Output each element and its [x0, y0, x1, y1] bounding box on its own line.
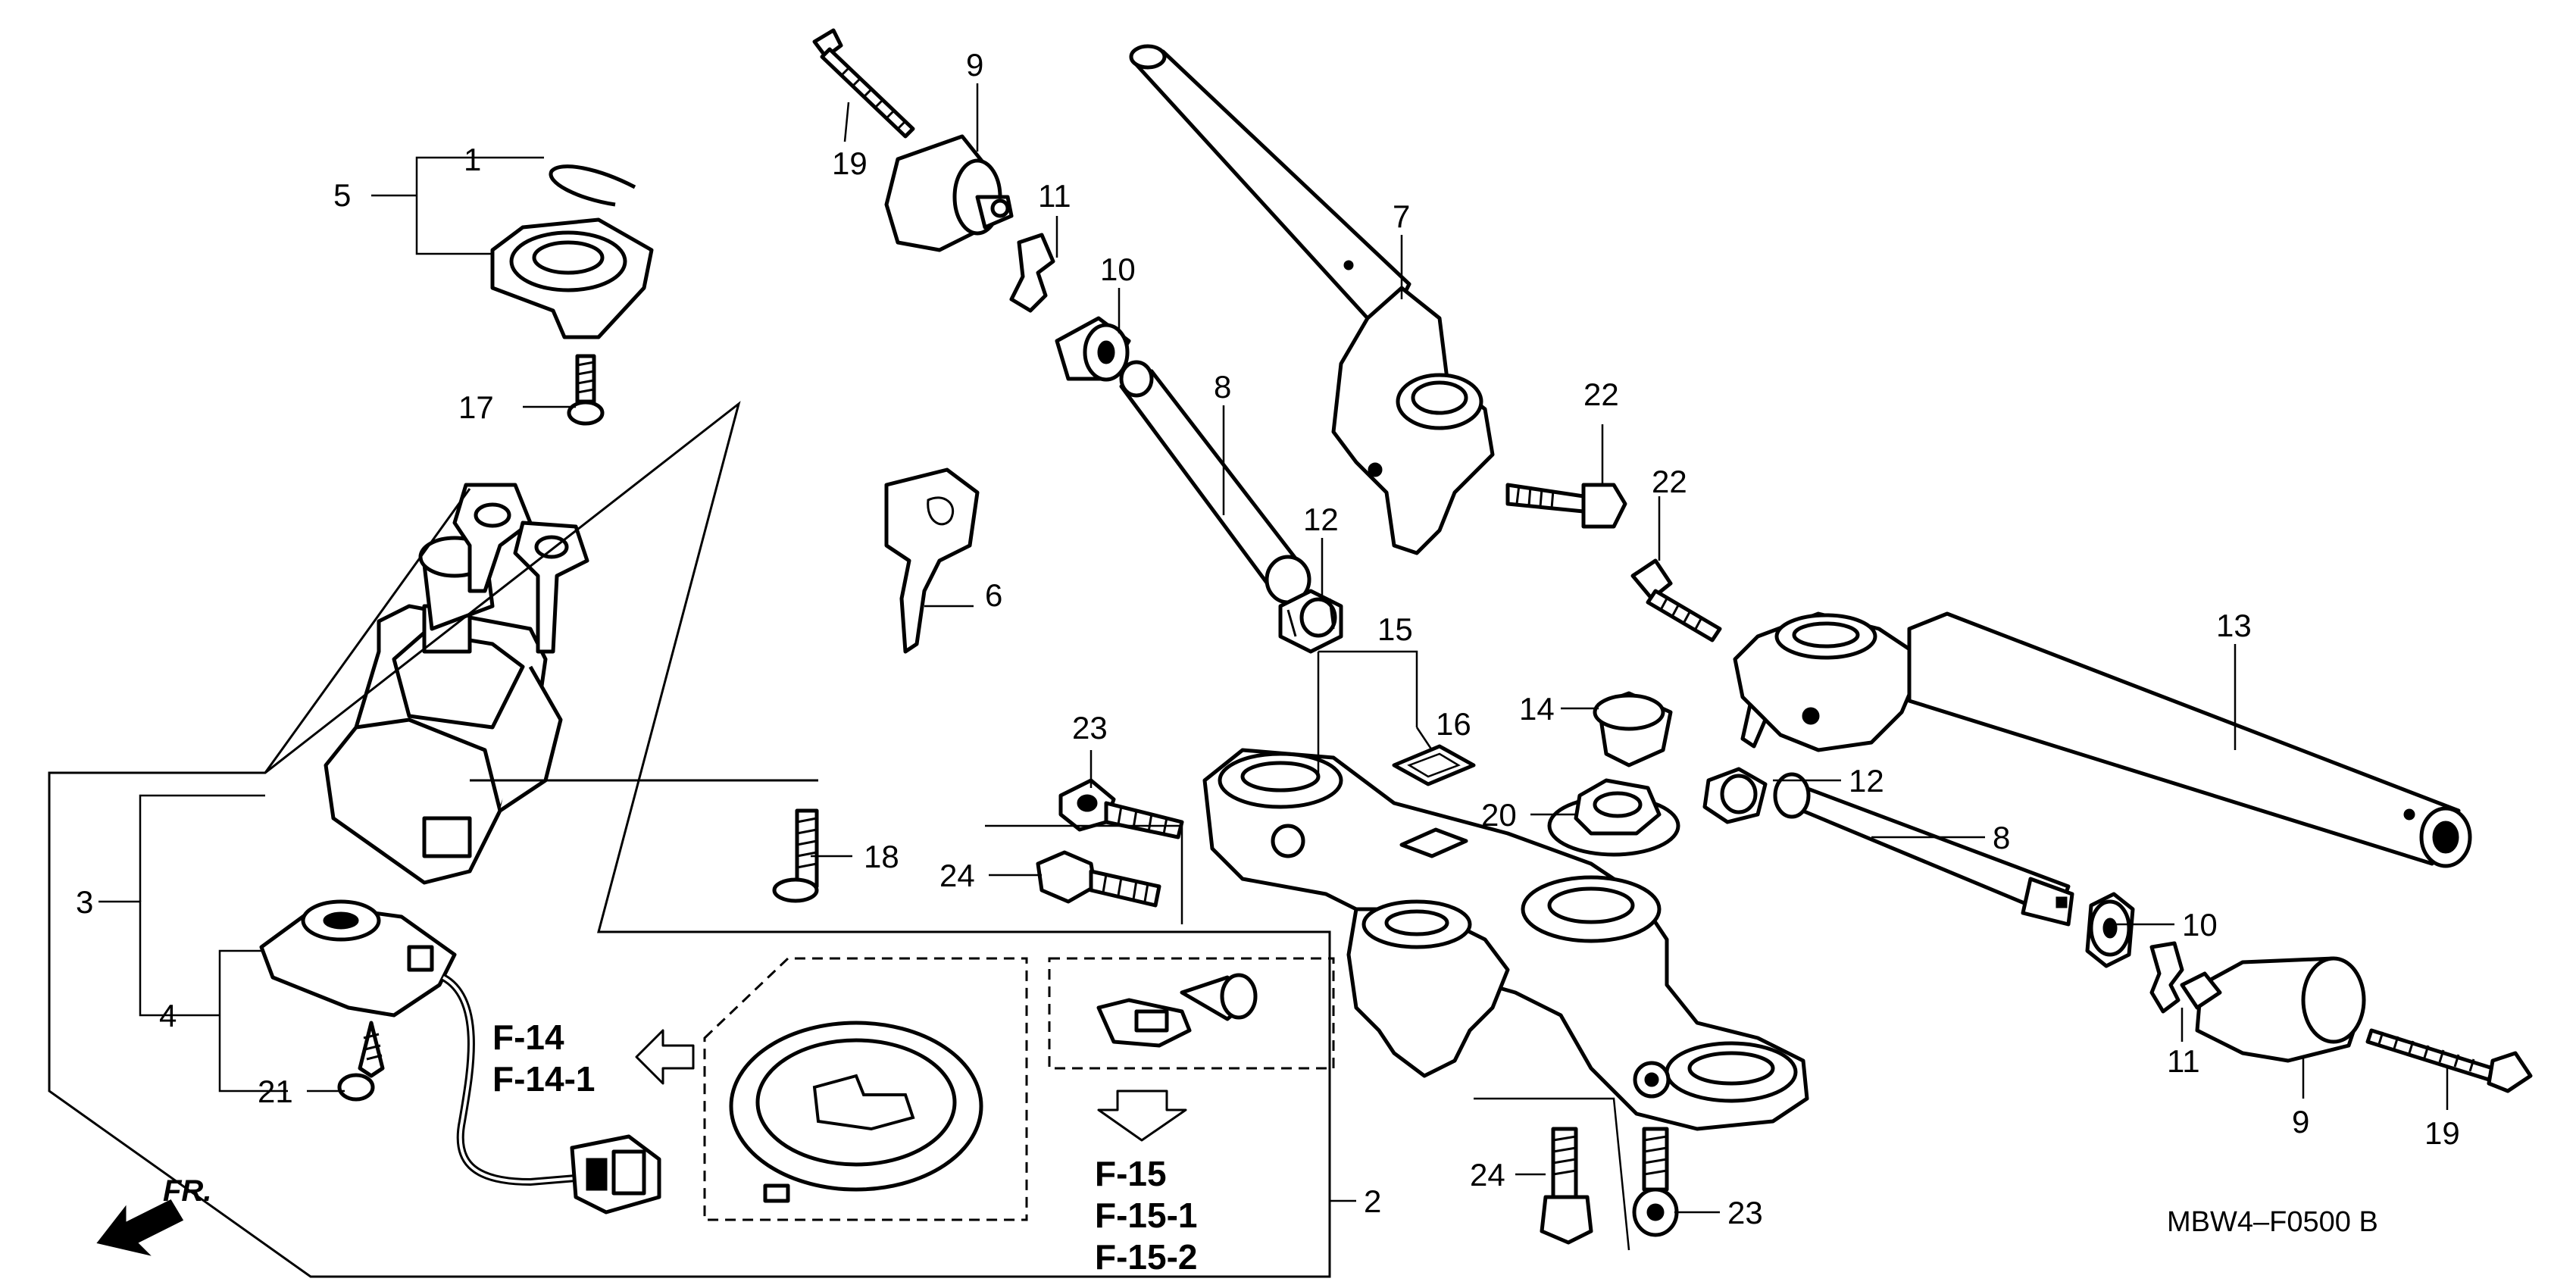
callout-19b: 19 [2424, 1115, 2460, 1151]
callout-12b: 12 [1849, 763, 1884, 799]
callout-numbers: 1 2 3 4 5 6 7 8 9 10 11 12 13 14 15 16 1… [76, 47, 2460, 1230]
callout-8b: 8 [1993, 820, 2010, 855]
part-18-screw [772, 808, 819, 903]
ref-f15-2[interactable]: F-15-2 [1095, 1237, 1197, 1277]
ignition-keys [452, 483, 589, 654]
callout-21: 21 [258, 1074, 293, 1109]
callout-9: 9 [966, 47, 983, 83]
part-1-circlip [549, 164, 636, 207]
part-3-ignition-switch [324, 536, 563, 885]
part-12-nut-top [1278, 589, 1343, 654]
assembly-outline [48, 401, 1331, 1278]
callout-18: 18 [864, 839, 899, 874]
ref-f15[interactable]: F-15 [1095, 1154, 1167, 1193]
part-23-bolt-bottom [1632, 1127, 1679, 1237]
part-15-top-bridge [1202, 748, 1809, 1131]
callout-15: 15 [1377, 611, 1413, 647]
callout-14: 14 [1519, 691, 1555, 727]
callout-23: 23 [1072, 710, 1108, 746]
part-10-rubber-top [1055, 316, 1131, 382]
callout-9b: 9 [2292, 1104, 2309, 1140]
callout-7: 7 [1393, 199, 1410, 234]
part-23-bolt-center [1058, 778, 1184, 839]
part-4-sensor [259, 899, 457, 1018]
callout-5: 5 [333, 177, 351, 213]
part-22-bolt-right [1630, 558, 1722, 642]
part-24-bolt-bottom [1540, 1127, 1593, 1245]
part-10-rubber-right [2085, 892, 2135, 968]
callout-8: 8 [1214, 369, 1231, 405]
ref-f14-1[interactable]: F-14-1 [492, 1059, 595, 1099]
part-17-screw [567, 354, 605, 426]
part-14-cap [1593, 691, 1673, 767]
part-11-clip-right [2149, 941, 2184, 1014]
part-9-end-weight-right [2180, 956, 2366, 1063]
ref-f15-1[interactable]: F-15-1 [1095, 1196, 1197, 1235]
part-20-nut [1547, 778, 1680, 857]
front-label: FR. [163, 1174, 211, 1208]
callout-17: 17 [458, 389, 494, 425]
callout-19: 19 [832, 145, 868, 181]
part-19-bolt-top [812, 28, 915, 139]
callout-10b: 10 [2182, 907, 2218, 943]
part-5-seat [490, 217, 654, 339]
callout-20: 20 [1481, 797, 1517, 833]
callout-22b: 22 [1652, 464, 1687, 499]
reference-arrow-down-icon [1097, 1089, 1187, 1142]
reference-arrow-left-icon [635, 1029, 695, 1085]
callout-16: 16 [1436, 706, 1471, 742]
ref-f14[interactable]: F-14 [492, 1018, 564, 1057]
front-arrow-icon [96, 1199, 184, 1256]
part-24-bolt-center [1036, 850, 1161, 908]
part-16-label [1392, 744, 1476, 786]
part-21-screw [337, 1021, 385, 1102]
callout-24: 24 [939, 858, 975, 893]
part-12-nut-right [1702, 767, 1768, 824]
callout-6: 6 [985, 577, 1002, 613]
callout-11b: 11 [2167, 1043, 2200, 1079]
leader-lines [98, 83, 2449, 1251]
part-19-bolt-right [2365, 1028, 2533, 1093]
callout-12: 12 [1303, 502, 1339, 537]
part-8-shaft-right [1773, 772, 2074, 927]
part-8-shaft-top [1119, 360, 1311, 605]
part-13-handlebar-right [1733, 611, 2472, 868]
part-11-clip-top [1009, 233, 1055, 313]
part-22-bolt-left [1505, 483, 1627, 529]
callout-11: 11 [1038, 178, 1071, 214]
callout-23b: 23 [1727, 1195, 1763, 1230]
callout-24b: 24 [1470, 1157, 1505, 1193]
part-9-end-weight-left [884, 134, 1014, 252]
diagram-code: MBW4–F0500 B [2167, 1206, 2378, 1238]
lock-reference-panel [1048, 957, 1335, 1070]
callout-1: 1 [464, 142, 481, 177]
callout-10: 10 [1100, 252, 1136, 287]
callout-3: 3 [76, 884, 93, 920]
callout-4: 4 [159, 998, 177, 1033]
callout-2: 2 [1364, 1183, 1381, 1219]
part-6-key [884, 467, 980, 654]
fuel-cap-reference-panel [703, 957, 1028, 1221]
callout-13: 13 [2216, 608, 2252, 643]
part-7-handlebar-left [1129, 44, 1495, 555]
sensor-wire-harness [441, 974, 661, 1215]
callout-22: 22 [1583, 377, 1619, 412]
